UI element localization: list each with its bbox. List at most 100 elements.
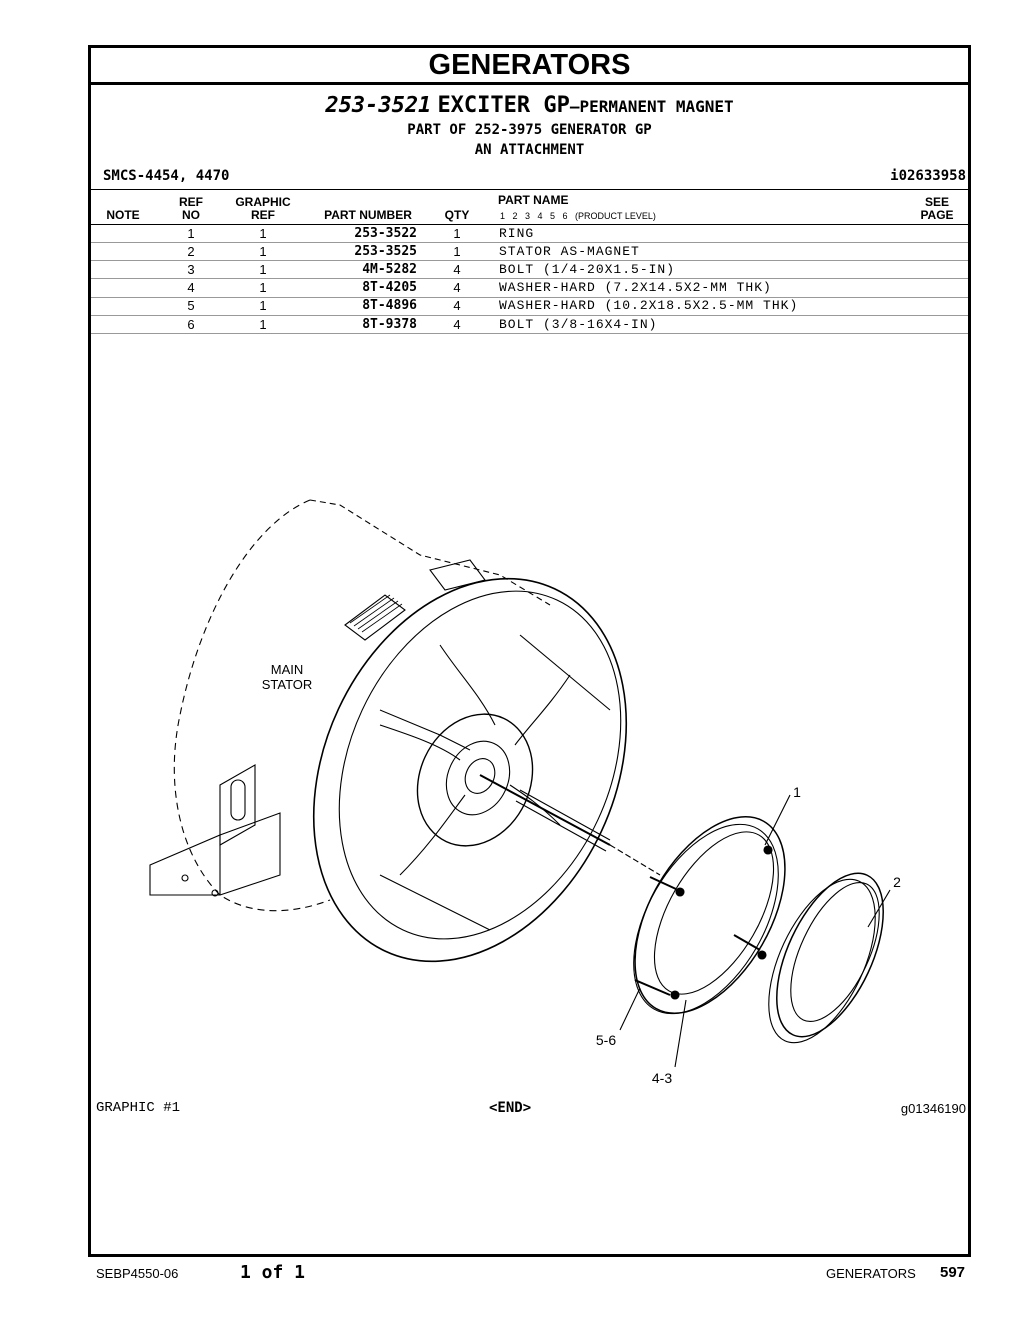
bolt	[733, 934, 761, 951]
qty: 4	[453, 262, 461, 277]
stator-outline-left	[173, 499, 331, 912]
attachment-line: AN ATTACHMENT	[474, 142, 585, 158]
rotor-face-outer	[312, 577, 628, 963]
group-suffix: PERMANENT MAGNET	[579, 97, 734, 116]
ring-inner	[653, 831, 775, 995]
header-top-rule	[91, 189, 968, 190]
bracket-slot	[230, 779, 246, 821]
col-graphic-ref-2: REF	[251, 208, 275, 222]
end-marker: <END>	[489, 1100, 532, 1116]
callout-5-6: 5-6	[596, 1032, 616, 1048]
ring-outer	[634, 816, 786, 1014]
ref-no: 4	[187, 280, 195, 295]
info-id: i02633958	[890, 168, 966, 184]
col-ref-no-2: NO	[182, 208, 200, 222]
fan-blade	[439, 644, 496, 726]
row-rule	[91, 242, 968, 243]
part-number: 8T-4896	[362, 298, 417, 313]
part-name: BOLT (3/8-16X4-IN)	[499, 317, 658, 332]
qty: 1	[453, 244, 461, 259]
col-see-page-1: SEE	[924, 195, 949, 209]
row-rule	[91, 260, 968, 261]
graphic-number: GRAPHIC #1	[96, 1100, 181, 1116]
assembly-centerline	[609, 844, 661, 876]
graphic-ref: 1	[259, 262, 267, 277]
ref-no: 3	[187, 262, 195, 277]
ring-bolt-hole	[675, 887, 685, 897]
part-name: WASHER-HARD (10.2X18.5X2.5-MM THK)	[499, 298, 799, 313]
graphic-id: g01346190	[900, 1101, 966, 1116]
graphic-ref: 1	[259, 280, 267, 295]
vent-grill	[344, 594, 406, 641]
part-name: BOLT (1/4-20X1.5-IN)	[499, 262, 676, 277]
part-number: 253-3522	[354, 226, 417, 241]
callout-1: 1	[793, 784, 801, 800]
smcs-codes: SMCS-4454, 4470	[103, 168, 230, 184]
leader-1	[764, 794, 791, 846]
row-rule	[91, 315, 968, 316]
foot-hole	[181, 874, 189, 882]
fan-blade	[509, 784, 561, 826]
page-of: 1 of 1	[240, 1262, 306, 1283]
page-frame	[88, 45, 971, 1257]
section-title: GENERATORS	[88, 45, 971, 85]
exploded-view-illustration: MAIN STATOR 1 2 5-6 4-3	[140, 495, 930, 1100]
part-number: 8T-4205	[362, 280, 417, 295]
part-number: 4M-5282	[362, 262, 417, 277]
shaft-edges	[515, 789, 611, 852]
graphic-ref: 1	[259, 244, 267, 259]
part-name: STATOR AS-MAGNET	[499, 244, 640, 259]
col-note: NOTE	[106, 208, 140, 222]
part-number: 8T-9378	[362, 317, 417, 332]
fan-blade	[379, 724, 461, 761]
leader-5-6	[619, 987, 641, 1031]
row-rule	[91, 297, 968, 298]
part-name: WASHER-HARD (7.2X14.5X2-MM THK)	[499, 280, 772, 295]
qty: 4	[453, 280, 461, 295]
callout-4-3: 4-3	[652, 1070, 672, 1086]
part-number: 253-3525	[354, 244, 417, 259]
part-name: RING	[499, 226, 535, 241]
main-stator-label-1: MAIN	[271, 662, 304, 677]
stator-foot-side	[219, 812, 281, 896]
rotor-face-inner	[338, 590, 622, 940]
ring-bolt-hole	[670, 990, 680, 1000]
stator-outline	[309, 499, 551, 606]
col-qty: QTY	[444, 208, 470, 222]
slotted-bracket	[219, 764, 256, 846]
group-number: 253-3521	[325, 93, 432, 118]
bolt	[649, 876, 677, 890]
qty: 1	[453, 226, 461, 241]
qty: 4	[453, 317, 461, 332]
main-stator-label-2: STATOR	[262, 677, 313, 692]
ring-bolt-hole	[757, 950, 767, 960]
shaft	[479, 774, 611, 846]
ref-no: 2	[187, 244, 195, 259]
graphic-ref: 1	[259, 298, 267, 313]
row-rule	[91, 333, 968, 334]
fan-blade	[399, 794, 466, 876]
leader-4-3	[674, 999, 687, 1068]
callout-2: 2	[893, 874, 901, 890]
col-see-page-2: PAGE	[920, 208, 954, 222]
magnet-stator-inner	[790, 881, 880, 1023]
stator-foot	[149, 834, 221, 896]
group-name: EXCITER GP	[437, 93, 570, 118]
qty: 4	[453, 298, 461, 313]
leader-2	[867, 889, 891, 928]
group-title: 253-3521 EXCITER GP–PERMANENT MAGNET	[88, 92, 971, 118]
footer-section: GENERATORS	[826, 1266, 916, 1281]
part-of-line: PART OF 252-3975 GENERATOR GP	[407, 122, 652, 138]
group-dash: –	[569, 97, 580, 116]
foot-hole	[211, 889, 219, 897]
magnet-stator-back	[768, 878, 876, 1044]
ref-no: 6	[187, 317, 195, 332]
col-graphic-ref-1: GRAPHIC	[235, 195, 291, 209]
ref-no: 1	[187, 226, 195, 241]
arm-bracket	[519, 634, 611, 711]
graphic-ref: 1	[259, 317, 267, 332]
product-levels: 1 2 3 4 5 6 (PRODUCT LEVEL)	[500, 211, 656, 221]
bolt	[634, 979, 671, 996]
ref-no: 5	[187, 298, 195, 313]
col-part-name: PART NAME	[498, 193, 569, 207]
